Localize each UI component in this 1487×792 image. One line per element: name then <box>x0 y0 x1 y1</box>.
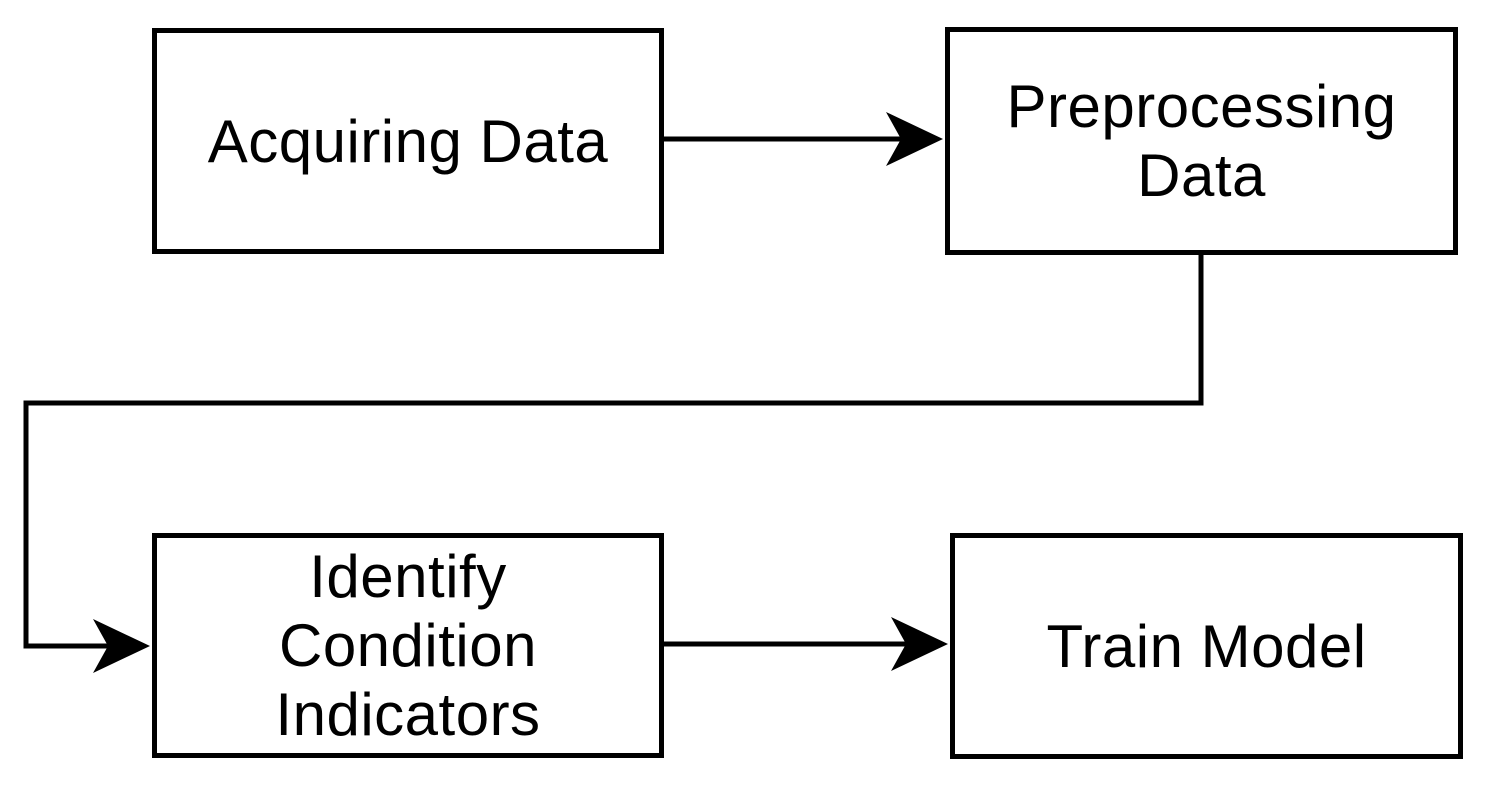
node-acquiring-data: Acquiring Data <box>152 28 664 254</box>
node-acquiring-data-label: Acquiring Data <box>207 107 609 175</box>
node-train-model: Train Model <box>950 533 1463 759</box>
arrowhead-into-preprocessing-icon <box>886 112 943 166</box>
node-identify-condition-indicators: Identify Condition Indicators <box>152 533 664 758</box>
node-preprocessing-data: Preprocessing Data <box>945 27 1458 255</box>
node-identify-condition-indicators-label: Identify Condition Indicators <box>275 543 541 748</box>
node-train-model-label: Train Model <box>1046 612 1367 680</box>
arrowhead-into-identify-icon <box>93 619 150 673</box>
arrowhead-into-train-icon <box>891 617 948 671</box>
node-preprocessing-data-label: Preprocessing Data <box>1006 73 1397 209</box>
